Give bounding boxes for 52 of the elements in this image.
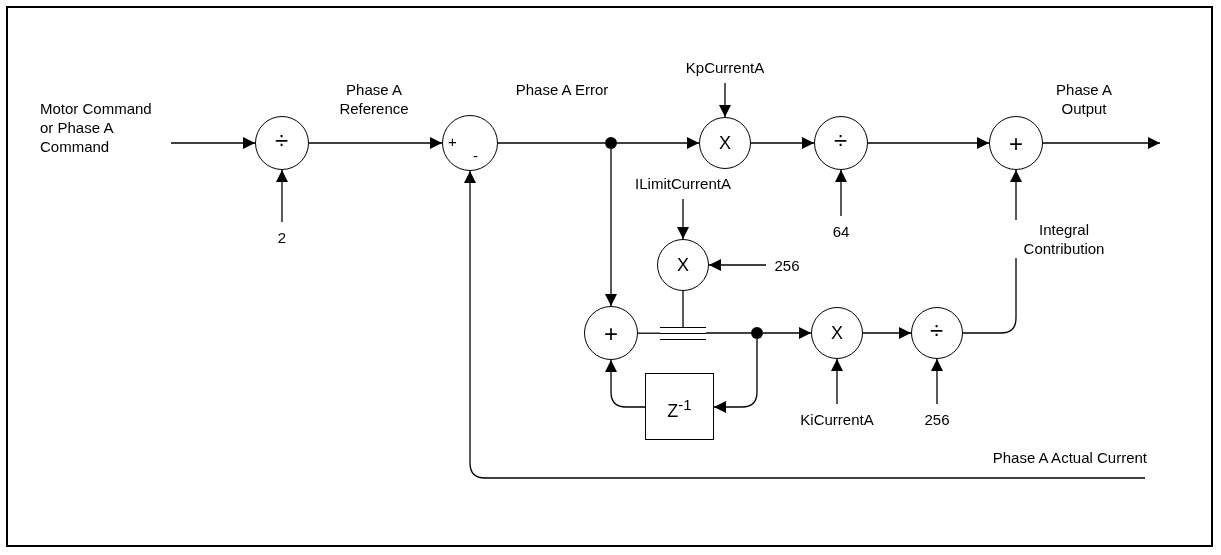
plus-sign: +: [604, 322, 618, 346]
summing-junction: [442, 115, 498, 171]
plus-sign: +: [448, 134, 457, 149]
arrow: [1042, 137, 1161, 149]
minus-sign: -: [473, 148, 478, 163]
arrow: [170, 137, 256, 149]
arrow: [835, 169, 847, 217]
divide-sign: ÷: [275, 129, 289, 153]
arrow: [713, 338, 758, 413]
multiply-sign: X: [831, 324, 843, 342]
multiply-sign: X: [719, 134, 731, 152]
arrow: [762, 327, 812, 339]
junction-dot: [751, 327, 763, 339]
arrow: [616, 137, 700, 149]
arrow: [831, 358, 843, 405]
signal-line: [682, 290, 684, 328]
constant-value: 256: [917, 410, 957, 429]
arrow: [605, 148, 617, 307]
multiplier-symbol: [811, 307, 863, 359]
arrow: [867, 137, 990, 149]
multiply-sign: X: [677, 256, 689, 274]
delay-block: [645, 373, 714, 440]
divide-sign: ÷: [834, 129, 848, 153]
constant-value: 64: [826, 222, 856, 241]
constant-value: 256: [772, 256, 802, 275]
constant-value: 2: [272, 228, 292, 247]
multiplier-symbol: [657, 239, 709, 291]
arrow: [677, 198, 689, 240]
arrow: [719, 82, 731, 118]
signal-line: [637, 332, 661, 334]
signal-line: [497, 142, 606, 144]
summing-junction: [989, 116, 1043, 170]
plus-sign: +: [1009, 132, 1023, 156]
divide-sign: ÷: [930, 319, 944, 343]
arrow: [750, 137, 815, 149]
summing-junction: [584, 306, 638, 360]
arrow: [862, 327, 912, 339]
limiter-symbol: [660, 327, 706, 340]
multiplier-symbol: [699, 117, 751, 169]
arrow: [931, 358, 943, 405]
gain-label: KiCurrentA: [787, 410, 887, 429]
arrow: [276, 169, 288, 223]
arrow: [308, 137, 443, 149]
delay-operator: Z$^{-1}$: [666, 396, 693, 422]
arrow: [605, 359, 646, 408]
junction-dot: [605, 137, 617, 149]
arrow: [464, 170, 1146, 479]
arrow: [708, 259, 767, 271]
limit-label: ILimitCurrentA: [623, 174, 743, 193]
input-label: Motor Command or Phase A Command: [40, 99, 165, 156]
signal-line: [705, 332, 752, 334]
gain-label: KpCurrentA: [675, 58, 775, 77]
